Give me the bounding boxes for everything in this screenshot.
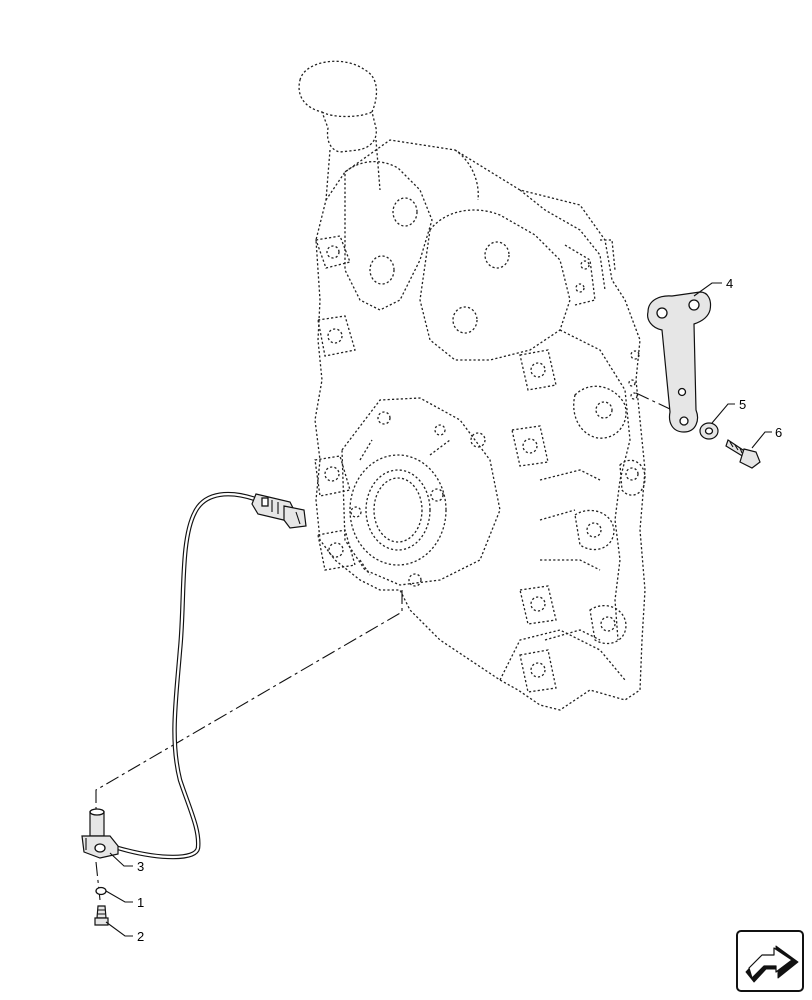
callout-label: 3 (137, 859, 144, 874)
screw-part-2 (94, 905, 109, 926)
housing-phantom-outline (298, 60, 646, 711)
washer-part-5 (699, 422, 719, 440)
callout-4: 4 (693, 276, 733, 297)
callout-label: 2 (137, 929, 144, 944)
callout-5: 5 (711, 397, 746, 424)
washer-part-1 (95, 886, 107, 896)
next-page-arrow-icon[interactable] (736, 930, 804, 992)
callout-label: 5 (739, 397, 746, 412)
callout-label: 1 (137, 895, 144, 910)
callout-2: 2 (105, 921, 144, 944)
speed-sensor-part-3 (81, 491, 307, 860)
callout-3: 3 (109, 852, 144, 874)
callout-1: 1 (105, 890, 144, 910)
callout-label: 6 (775, 425, 782, 440)
bolt-part-6 (725, 439, 761, 469)
callout-label: 4 (726, 276, 733, 291)
callout-6: 6 (751, 425, 782, 449)
bracket-part-4 (647, 291, 712, 433)
